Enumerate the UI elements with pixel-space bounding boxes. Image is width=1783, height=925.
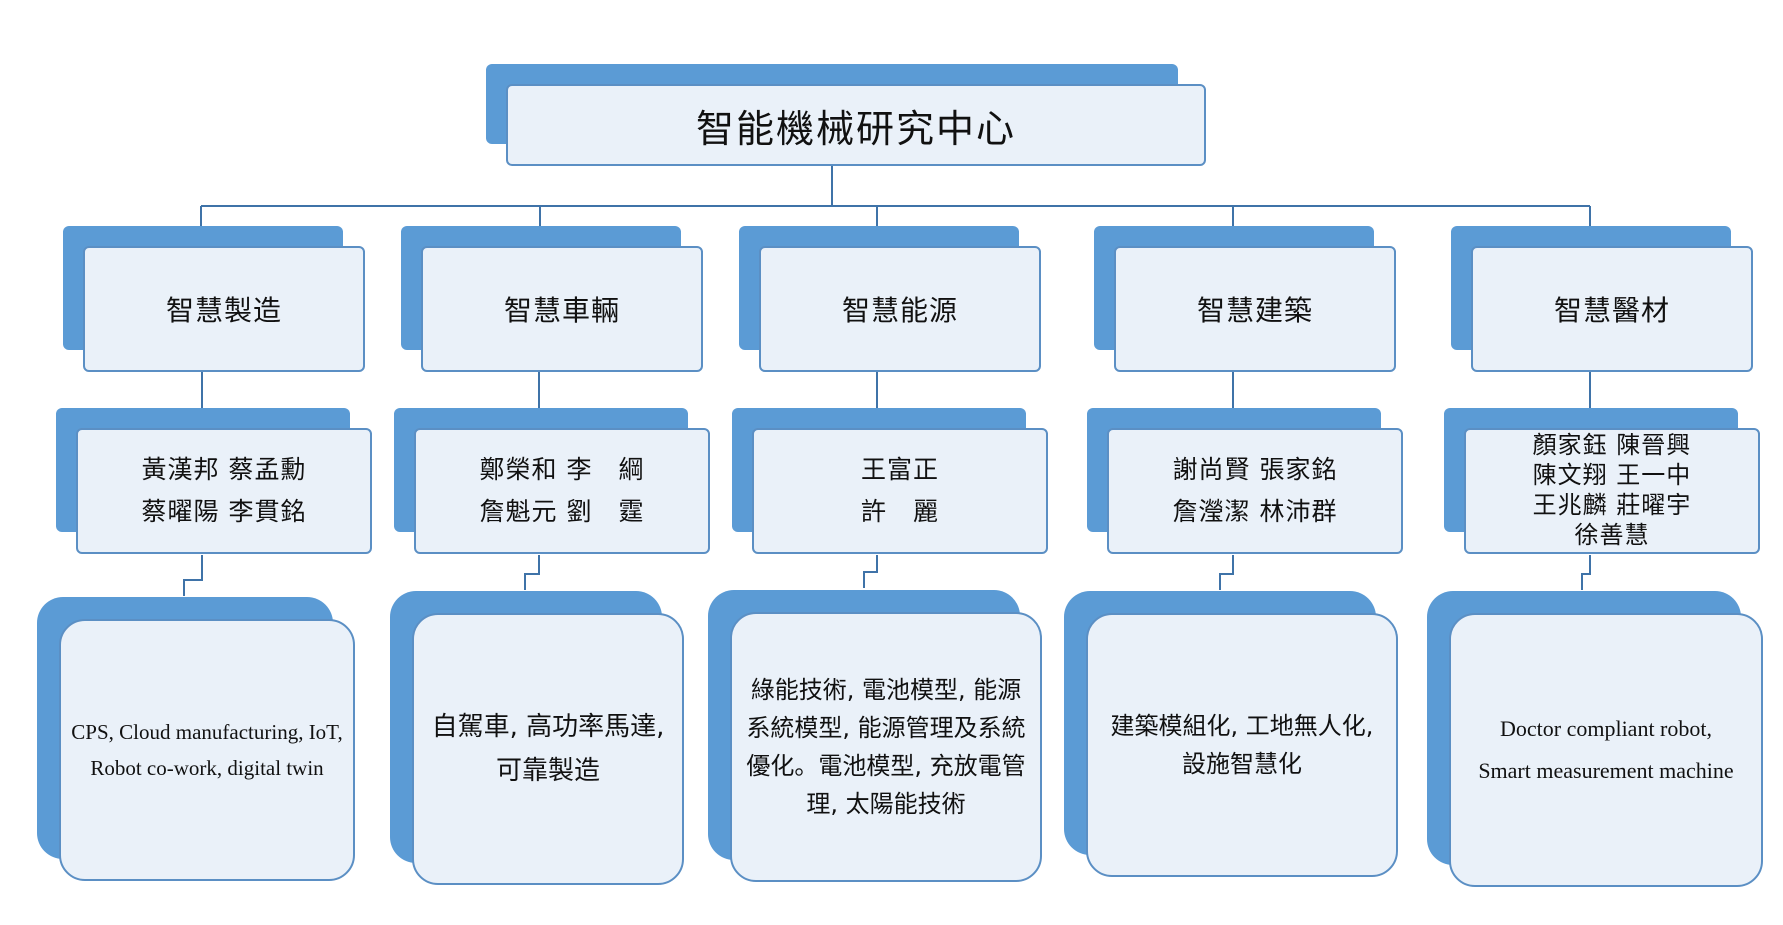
category-node-1: 智慧製造 [63,226,365,372]
category-label: 智慧製造 [165,294,282,327]
topic-line: 優化。電池模型, 充放電管 [746,752,1026,780]
person-names: 詹魁元 劉 霆 [479,497,645,526]
person-names: 顏家鈺 陳晉興 [1532,431,1692,459]
topic-line: 自駕車, 高功率馬達, [431,712,665,742]
topics-node-2: 自駕車, 高功率馬達, 可靠製造 [390,591,684,885]
topic-line: 建築模組化, 工地無人化, [1110,712,1374,740]
people-node-5: 顏家鈺 陳晉興 陳文翔 王一中 王兆麟 莊曜宇 徐善慧 [1444,408,1760,554]
topics-node-4: 建築模組化, 工地無人化, 設施智慧化 [1064,591,1398,877]
root-node: 智能機械研究中心 [486,64,1206,166]
person-names: 蔡曜陽 李貫銘 [141,497,307,526]
topic-line: 綠能技術, 電池模型, 能源 [750,676,1022,704]
root-title: 智能機械研究中心 [695,106,1016,151]
root-node-box: 智能機械研究中心 [506,84,1206,166]
category-node-box: 智慧醫材 [1471,246,1753,372]
topic-line: 可靠製造 [495,756,600,786]
topic-line: CPS, Cloud manufacturing, IoT, [71,720,343,744]
category-label: 智慧車輛 [503,294,620,327]
category-label: 智慧建築 [1196,294,1313,327]
connector-people-topics-1 [183,555,203,596]
topics-node-1: CPS, Cloud manufacturing, IoT, Robot co-… [37,597,355,881]
connector-people-topics-5 [1581,555,1591,590]
people-node-3: 王富正 許 麗 [732,408,1048,554]
people-node-box: 謝尚賢 張家銘 詹瀅潔 林沛群 [1107,428,1403,554]
category-node-box: 智慧建築 [1114,246,1396,372]
topics-node-box: 建築模組化, 工地無人化, 設施智慧化 [1086,613,1398,877]
people-node-box: 王富正 許 麗 [752,428,1048,554]
category-node-2: 智慧車輛 [401,226,703,372]
category-label: 智慧能源 [841,294,958,327]
person-names: 謝尚賢 張家銘 [1172,455,1338,484]
topic-line: Smart measurement machine [1478,758,1734,783]
topics-node-3: 綠能技術, 電池模型, 能源 系統模型, 能源管理及系統 優化。電池模型, 充放… [708,590,1042,882]
topic-line: 系統模型, 能源管理及系統 [746,714,1026,742]
person-names: 詹瀅潔 林沛群 [1172,497,1338,526]
person-names: 王富正 [860,455,939,484]
people-node-2: 鄭榮和 李 綱 詹魁元 劉 霆 [394,408,710,554]
person-names: 黃漢邦 蔡孟勳 [141,455,307,484]
people-node-box: 黃漢邦 蔡孟勳 蔡曜陽 李貫銘 [76,428,372,554]
topics-node-5: Doctor compliant robot, Smart measuremen… [1427,591,1763,887]
connector-people-topics-3 [863,555,878,588]
people-node-box: 顏家鈺 陳晉興 陳文翔 王一中 王兆麟 莊曜宇 徐善慧 [1464,428,1760,554]
person-names: 陳文翔 王一中 [1532,461,1692,489]
topic-line: Robot co-work, digital twin [90,756,324,780]
category-node-box: 智慧製造 [83,246,365,372]
topics-node-box: 綠能技術, 電池模型, 能源 系統模型, 能源管理及系統 優化。電池模型, 充放… [730,612,1042,882]
people-node-box: 鄭榮和 李 綱 詹魁元 劉 霆 [414,428,710,554]
category-label: 智慧醫材 [1553,294,1670,327]
topics-node-box: Doctor compliant robot, Smart measuremen… [1449,613,1763,887]
person-names: 許 麗 [860,497,939,526]
category-node-4: 智慧建築 [1094,226,1396,372]
person-names: 王兆麟 莊曜宇 [1532,491,1692,519]
category-node-3: 智慧能源 [739,226,1041,372]
people-node-1: 黃漢邦 蔡孟勳 蔡曜陽 李貫銘 [56,408,372,554]
person-names: 徐善慧 [1574,521,1650,549]
topics-node-box: CPS, Cloud manufacturing, IoT, Robot co-… [59,619,355,881]
category-node-box: 智慧車輛 [421,246,703,372]
category-node-5: 智慧醫材 [1451,226,1753,372]
connector-people-topics-4 [1219,555,1234,590]
topic-line: Doctor compliant robot, [1499,716,1712,741]
person-names: 鄭榮和 李 綱 [479,455,645,484]
topic-line: 理, 太陽能技術 [806,790,966,818]
connector-people-topics-2 [524,555,540,590]
category-node-box: 智慧能源 [759,246,1041,372]
people-node-4: 謝尚賢 張家銘 詹瀅潔 林沛群 [1087,408,1403,554]
topics-node-box: 自駕車, 高功率馬達, 可靠製造 [412,613,684,885]
topic-line: 設施智慧化 [1182,750,1302,778]
